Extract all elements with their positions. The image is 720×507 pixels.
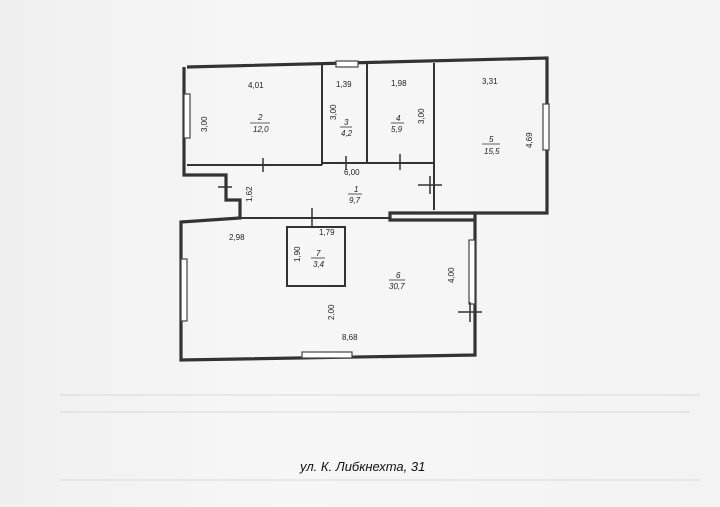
window-room-5: [542, 103, 550, 151]
room-number: 2: [257, 113, 263, 122]
dim-label: 1,90: [293, 246, 302, 262]
dim-label: 2,98: [229, 233, 245, 242]
dim-label: 8,68: [342, 333, 358, 342]
outer-wall: [179, 56, 549, 362]
dim-label: 4,01: [248, 81, 264, 90]
address-caption: ул. К. Либкнехта, 31: [300, 459, 426, 474]
dim-label: 1,98: [391, 79, 407, 88]
window-room-6-left: [180, 258, 188, 322]
wall-corridor-6: [239, 200, 390, 219]
room-area: 4,2: [341, 129, 353, 138]
dim-label: 2,00: [327, 304, 336, 320]
dim-label: 1,39: [336, 80, 352, 89]
room-area: 15,5: [484, 147, 500, 156]
dim-label: 1,62: [245, 186, 254, 202]
dim-label: 6,00: [344, 168, 360, 177]
room-number: 4: [396, 114, 401, 123]
room-area: 12,0: [253, 125, 269, 134]
room-number: 5: [489, 135, 494, 144]
room-number: 6: [396, 271, 401, 280]
dim-label: 3,00: [417, 108, 426, 124]
dim-label: 4,00: [447, 267, 456, 283]
room-number: 7: [316, 249, 321, 258]
dim-label: 1,79: [319, 228, 335, 237]
window-room-6-bottom: [301, 351, 353, 359]
dim-label: 3,00: [200, 116, 209, 132]
room-area: 5,9: [391, 125, 403, 134]
outer-wall-notch: [388, 211, 475, 222]
room-7-walls: [286, 226, 346, 287]
dim-label: 3,31: [482, 77, 498, 86]
room-number: 1: [354, 185, 358, 194]
room-area: 30,7: [389, 282, 405, 291]
room-area: 9,7: [349, 196, 361, 205]
window-room-6-right: [468, 239, 476, 305]
dim-label: 4,69: [525, 132, 534, 148]
window-room-3: [335, 60, 359, 68]
room-area: 3,4: [313, 260, 325, 269]
room-number: 3: [344, 118, 349, 127]
dim-label: 3,00: [329, 104, 338, 120]
window-room-2: [183, 93, 191, 139]
